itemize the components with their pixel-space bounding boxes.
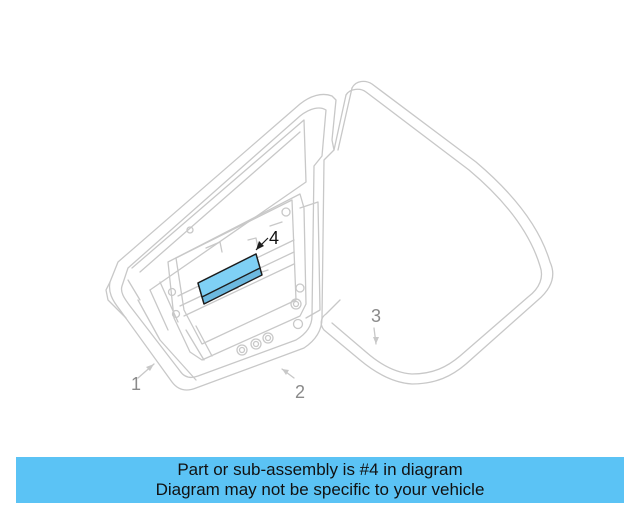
info-banner: Part or sub-assembly is #4 in diagram Di… (16, 457, 624, 503)
highlighted-part-4 (197, 253, 263, 305)
callout-1: 1 (131, 374, 141, 394)
callout-2: 2 (295, 382, 305, 402)
banner-line-1: Part or sub-assembly is #4 in diagram (177, 460, 463, 479)
callout-4-leader (255, 237, 269, 251)
callout-4: 4 (269, 228, 279, 248)
callout-3: 3 (371, 306, 381, 326)
parts-diagram: 1 2 3 4 (105, 80, 554, 402)
door-shell (105, 93, 337, 391)
door-weatherstrip-seal (320, 80, 554, 385)
banner-line-2: Diagram may not be specific to your vehi… (155, 480, 485, 499)
